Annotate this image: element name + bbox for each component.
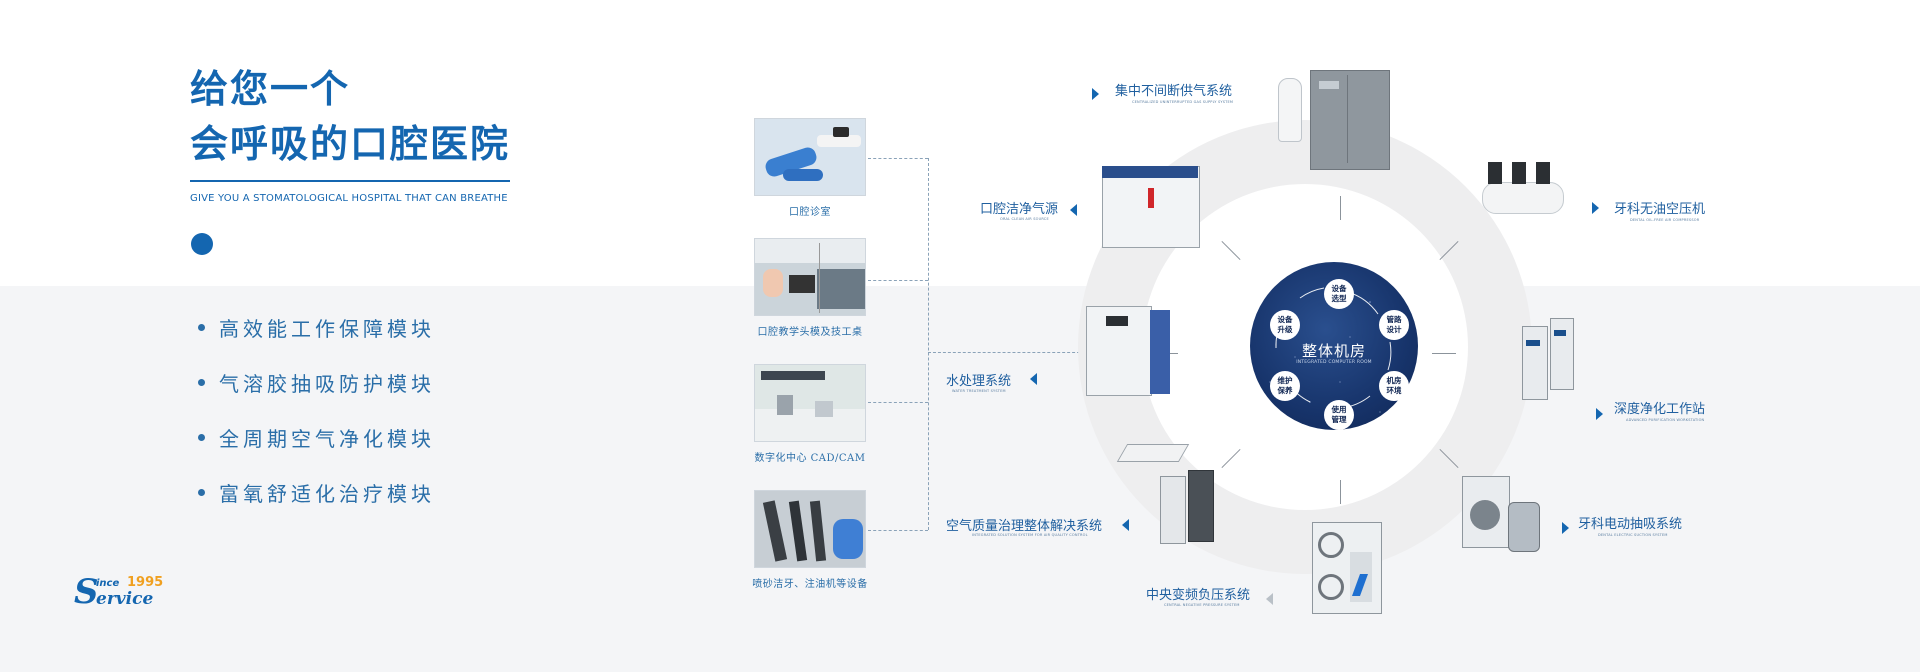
core-node: 维护保养 <box>1270 371 1300 401</box>
core-node: 管路设计 <box>1379 310 1409 340</box>
system-label-gas-supply: 集中不间断供气系统 <box>1115 84 1233 99</box>
ceiling-purifier-image <box>1116 436 1192 466</box>
dental-clinic-photo <box>754 118 866 196</box>
system-label-en: ORAL CLEAN AIR SOURCE <box>1000 217 1049 221</box>
core-node: 使用管理 <box>1324 400 1354 430</box>
oil-free-compressor-image <box>1478 160 1566 220</box>
module-list: 高效能工作保障模块 气溶胶抽吸防护模块 全周期空气净化模块 富氧舒适化治疗模块 <box>198 312 435 532</box>
module-item: 全周期空气净化模块 <box>198 422 435 477</box>
core-node: 设备升级 <box>1270 310 1300 340</box>
connector-line <box>868 280 928 281</box>
module-item: 高效能工作保障模块 <box>198 312 435 367</box>
system-label-suction: 牙科电动抽吸系统 <box>1578 517 1683 532</box>
core-node: 机房环境 <box>1379 371 1409 401</box>
bullet-icon <box>198 324 205 331</box>
core-node: 设备选型 <box>1324 279 1354 309</box>
triangle-marker-icon <box>1122 519 1129 531</box>
title-line-1: 给您一个 <box>190 67 351 111</box>
logo-year: 1995 <box>127 575 164 590</box>
system-label-en: CENTRAL NEGATIVE PRESSURE SYSTEM <box>1164 603 1240 607</box>
system-label-en: DENTAL OIL-FREE AIR COMPRESSOR <box>1630 218 1700 222</box>
system-label-air-quality: 空气质量治理整体解决系统 <box>946 519 1103 534</box>
system-label-clean-air: 口腔洁净气源 <box>980 202 1059 217</box>
connector-line <box>928 158 929 530</box>
logo-letter: S <box>74 572 99 612</box>
air-purifier-units-image <box>1160 470 1218 546</box>
since-1995-service-logo: S ince 1995 ervice <box>74 572 174 612</box>
system-label-negative-pressure: 中央变频负压系统 <box>1146 588 1251 603</box>
triangle-marker-icon <box>1266 593 1273 605</box>
teaching-lab-photo <box>754 238 866 316</box>
triangle-marker-icon <box>1030 373 1037 385</box>
scene-caption: 口腔诊室 <box>789 207 831 218</box>
system-label-en: WATER TREATMENT SYSTEM <box>952 389 1006 393</box>
page-title: 给您一个 会呼吸的口腔医院 <box>190 62 510 172</box>
bullet-icon <box>198 489 205 496</box>
system-label-en: CENTRALIZED UNINTERRUPTED GAS SUPPLY SYS… <box>1132 100 1234 104</box>
electric-suction-image <box>1462 466 1544 562</box>
connector-line <box>868 530 928 531</box>
triangle-marker-icon <box>1092 88 1099 100</box>
scene-caption: 口腔教学头模及技工桌 <box>757 327 863 338</box>
purification-workstation-image <box>1522 310 1580 416</box>
core-subtitle: INTEGRATED COMPUTER ROOM <box>1296 360 1372 365</box>
system-label-water-treatment: 水处理系统 <box>946 374 1012 389</box>
sandblasting-equipment-photo <box>754 490 866 568</box>
gas-tank-image <box>1278 78 1302 142</box>
triangle-marker-icon <box>1596 408 1603 420</box>
connector-line <box>868 158 928 159</box>
logo-ince: ince <box>96 578 120 589</box>
background-band <box>0 286 1920 672</box>
module-item: 气溶胶抽吸防护模块 <box>198 367 435 422</box>
negative-pressure-system-image <box>1312 522 1382 616</box>
triangle-marker-icon <box>1070 204 1077 216</box>
module-item: 富氧舒适化治疗模块 <box>198 477 435 532</box>
system-label-en: DENTAL ELECTRIC SUCTION SYSTEM <box>1598 533 1668 537</box>
accent-dot <box>191 233 213 255</box>
triangle-marker-icon <box>1592 202 1599 214</box>
ring-tick <box>1340 196 1341 220</box>
connector-line <box>928 352 1090 353</box>
bullet-icon <box>198 379 205 386</box>
ring-tick <box>1432 353 1456 354</box>
clean-air-source-image <box>1102 166 1200 248</box>
gas-supply-cabinet-image <box>1310 70 1390 170</box>
triangle-marker-icon <box>1562 522 1569 534</box>
digital-center-photo <box>754 364 866 442</box>
scene-caption: 喷砂洁牙、注油机等设备 <box>752 579 868 590</box>
title-line-2: 会呼吸的口腔医院 <box>190 122 511 166</box>
system-label-compressor: 牙科无油空压机 <box>1614 202 1706 217</box>
title-divider <box>190 180 510 182</box>
logo-ervice: ervice <box>96 589 154 609</box>
system-label-en: INTEGRATED SOLUTION SYSTEM FOR AIR QUALI… <box>972 533 1088 537</box>
connector-line <box>868 402 928 403</box>
ring-tick <box>1340 480 1341 504</box>
water-treatment-image <box>1086 306 1172 398</box>
scene-caption: 数字化中心 CAD/CAM <box>754 453 866 464</box>
core-title: 整体机房 <box>1301 342 1366 360</box>
page-subtitle: GIVE YOU A STOMATOLOGICAL HOSPITAL THAT … <box>190 193 508 204</box>
system-label-purification: 深度净化工作站 <box>1614 402 1706 417</box>
bullet-icon <box>198 434 205 441</box>
system-label-en: ADVANCED PURIFICATION WORKSTATION <box>1626 418 1705 422</box>
